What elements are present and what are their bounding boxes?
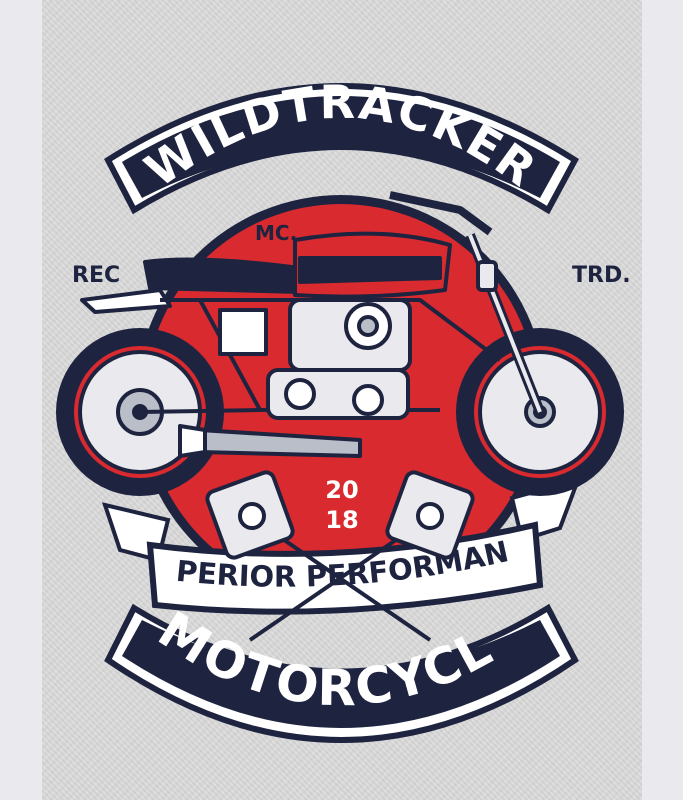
piston-icon	[205, 470, 475, 642]
year-top: 20	[325, 476, 358, 504]
trd-label: TRD.	[572, 263, 631, 288]
rec-label: REC	[72, 263, 120, 288]
year-bottom: 18	[325, 506, 358, 534]
bottom-banner	[104, 603, 579, 743]
motorcycle-illustration	[56, 191, 624, 496]
top-banner	[104, 83, 579, 215]
mc-label: MC.	[255, 221, 297, 245]
engine-icon	[266, 298, 412, 420]
